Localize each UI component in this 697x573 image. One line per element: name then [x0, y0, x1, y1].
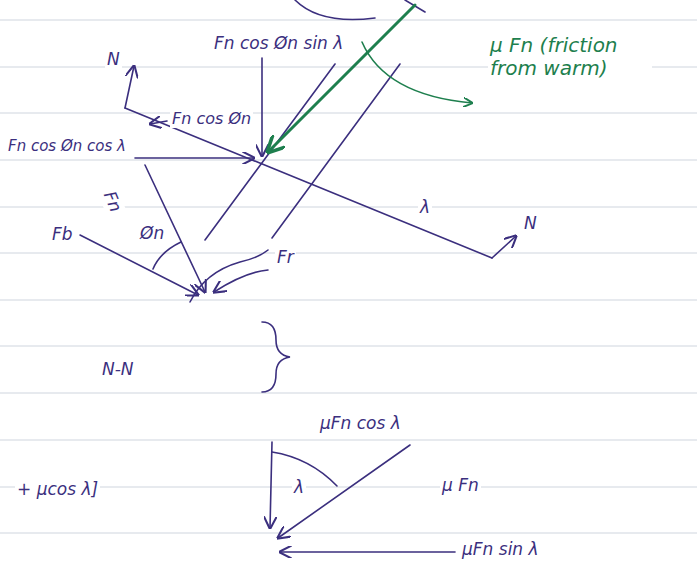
force-arrow — [135, 157, 254, 159]
label: N-N — [100, 360, 136, 380]
label: μ Fn — [440, 476, 481, 496]
section-arrow — [492, 236, 516, 258]
section-line — [125, 108, 492, 258]
top-arc — [295, 0, 375, 20]
force-arrow — [150, 121, 167, 124]
label: μFn sin λ — [460, 540, 541, 560]
force-arrow — [280, 551, 455, 553]
label: N — [105, 50, 122, 70]
ruled-lines — [0, 20, 697, 533]
label: Fr — [275, 248, 296, 268]
label: Øn — [138, 224, 166, 244]
force-arrow — [261, 58, 263, 156]
angle-arc — [153, 242, 181, 269]
label: Fb — [50, 225, 75, 245]
label: μ Fn (friction from warm) — [488, 34, 652, 80]
force-arrow — [214, 270, 268, 292]
label: λ — [292, 478, 306, 498]
label: μFn cos λ — [318, 414, 403, 434]
friction-sketch — [268, 5, 472, 152]
brace — [262, 322, 290, 392]
label: Fn — [99, 187, 126, 217]
section-arrow — [125, 66, 134, 108]
label: Fn cos Øn — [170, 110, 253, 128]
label: + μcos λ] — [15, 480, 100, 500]
label: Fn cos Øn cos λ — [6, 138, 128, 155]
force-sketch — [80, 0, 516, 552]
tooth-line — [272, 64, 400, 238]
label: λ — [418, 198, 432, 218]
tooth-profile — [190, 250, 268, 302]
label: Fn cos Øn sin λ — [212, 34, 345, 54]
force-arrow — [270, 442, 272, 528]
label: N — [522, 214, 539, 234]
force-arrow — [80, 235, 198, 295]
leader-arrow — [362, 42, 472, 103]
